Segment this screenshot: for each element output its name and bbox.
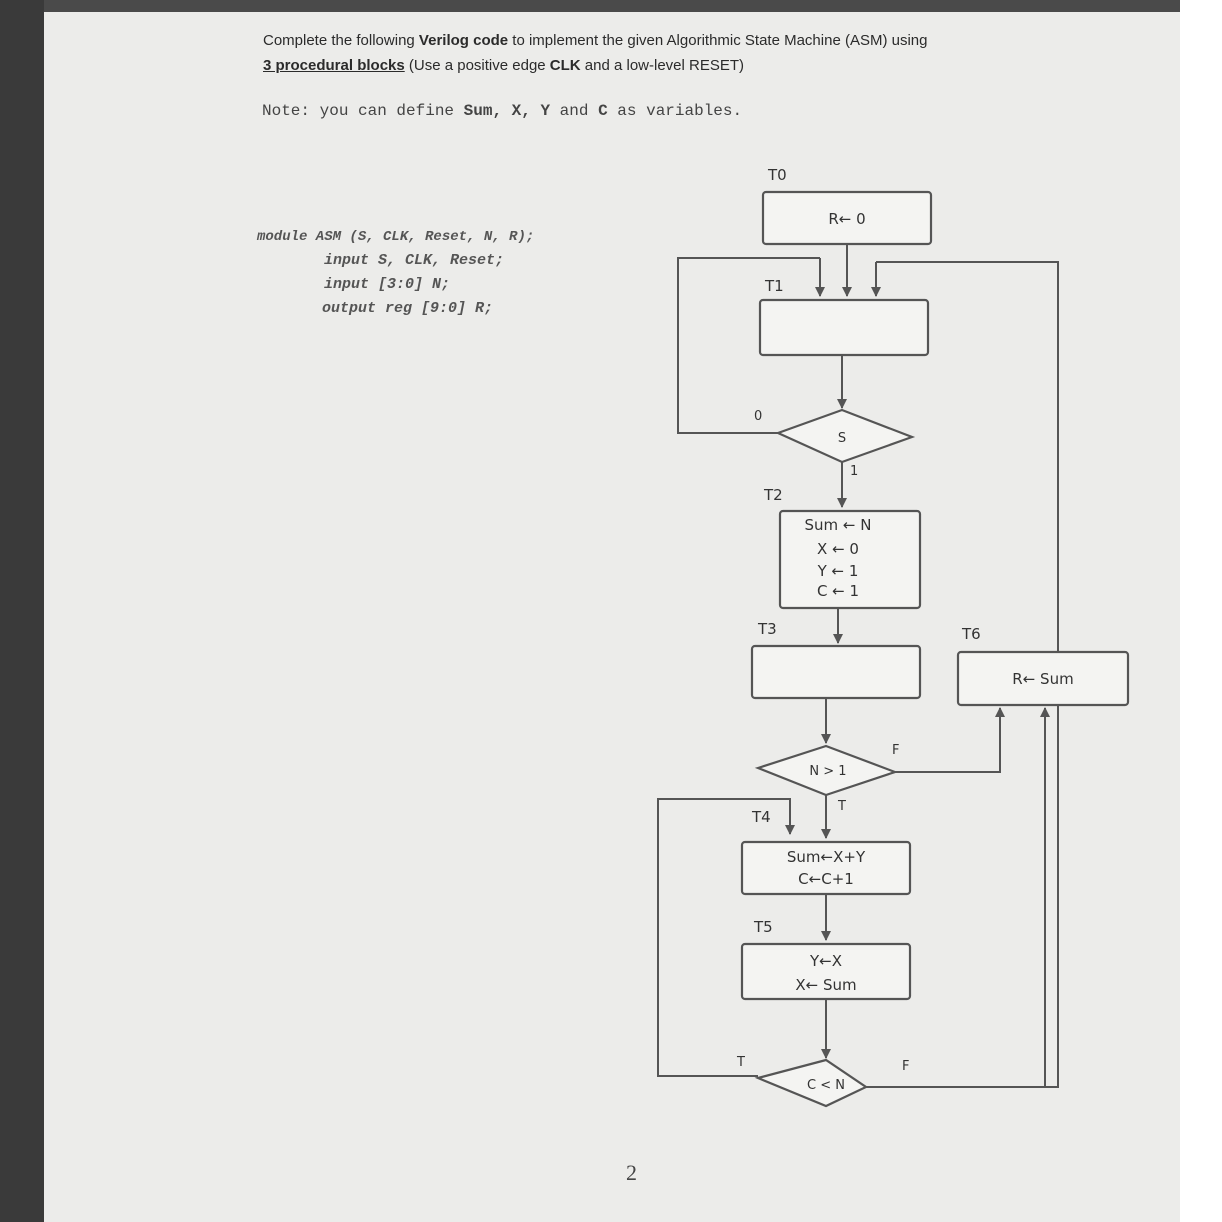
label-t6: T6 [961, 625, 981, 643]
label-c-false: F [902, 1059, 909, 1074]
label-t1: T1 [764, 277, 784, 295]
decision-n-text: N > 1 [809, 764, 846, 779]
instruction-line-2: 3 procedural blocks (Use a positive edge… [263, 57, 745, 74]
label-t0: T0 [767, 166, 787, 184]
label-t5: T5 [753, 918, 773, 936]
box-t2 [778, 509, 922, 610]
line-c-true-loop [657, 798, 791, 1077]
box-t1-empty [758, 298, 930, 357]
label-s-zero: 0 [754, 409, 762, 424]
box-t2-line-2: X ← 0 [817, 540, 859, 558]
label-n-true: T [837, 799, 846, 814]
box-t2-line-4: C ← 1 [817, 582, 859, 600]
photo-frame-right [1180, 0, 1222, 1222]
code-line-input-s: input S, CLK, Reset; [324, 252, 505, 269]
box-t3-empty [750, 644, 922, 700]
arrow-n-false-t6 [895, 707, 1005, 773]
box-t5-line-2: X← Sum [795, 976, 856, 994]
page-number: 2 [626, 1160, 637, 1185]
paper-page [44, 12, 1180, 1222]
code-line-input-n: input [3:0] N; [324, 276, 451, 293]
box-t6-text: R← Sum [1012, 670, 1073, 688]
label-t3: T3 [757, 620, 777, 638]
box-t2-line-1: Sum ← N [805, 516, 872, 534]
label-c-true: T [736, 1055, 745, 1070]
box-t6 [956, 650, 1130, 707]
box-t5-line-1: Y←X [809, 952, 842, 970]
note-line: Note: you can define Sum, X, Y and C as … [262, 102, 743, 120]
label-t4: T4 [751, 808, 771, 826]
label-s-one: 1 [850, 464, 858, 479]
instruction-line-1: Complete the following Verilog code to i… [263, 32, 928, 49]
code-line-module: module ASM (S, CLK, Reset, N, R); [257, 229, 535, 245]
decision-c [754, 1058, 869, 1108]
box-t4-line-1: Sum←X+Y [787, 848, 866, 866]
photo-frame-left [0, 0, 44, 1222]
label-t2: T2 [763, 486, 783, 504]
decision-c-text: C < N [807, 1078, 845, 1093]
box-t4-line-2: C←C+1 [798, 870, 854, 888]
code-line-output-r: output reg [9:0] R; [322, 300, 494, 317]
box-t0-text: R← 0 [828, 210, 865, 228]
label-n-false: F [892, 743, 899, 758]
photo-frame-top [44, 0, 1180, 12]
line-s0-loop [677, 257, 820, 434]
box-t2-line-3: Y ← 1 [817, 562, 859, 580]
decision-s [775, 408, 916, 464]
decision-s-text: S [838, 431, 846, 446]
